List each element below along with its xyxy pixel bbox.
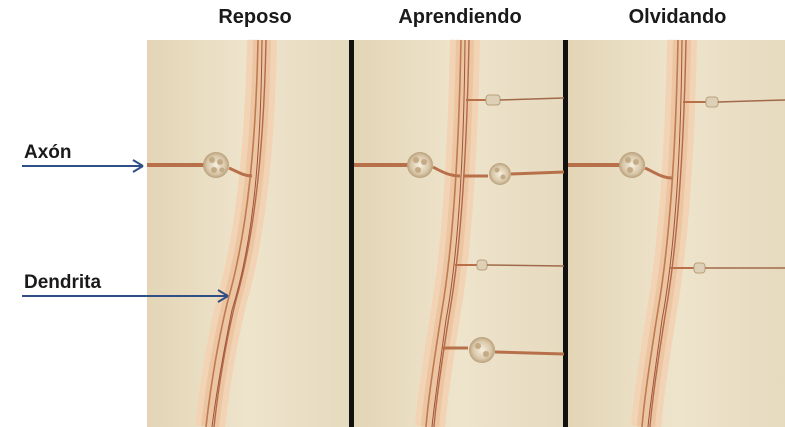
divider-left (349, 40, 354, 427)
axon-label: Axón (24, 142, 72, 164)
axon-bouton (203, 152, 229, 178)
dendrite-label: Dendrita (24, 272, 101, 294)
